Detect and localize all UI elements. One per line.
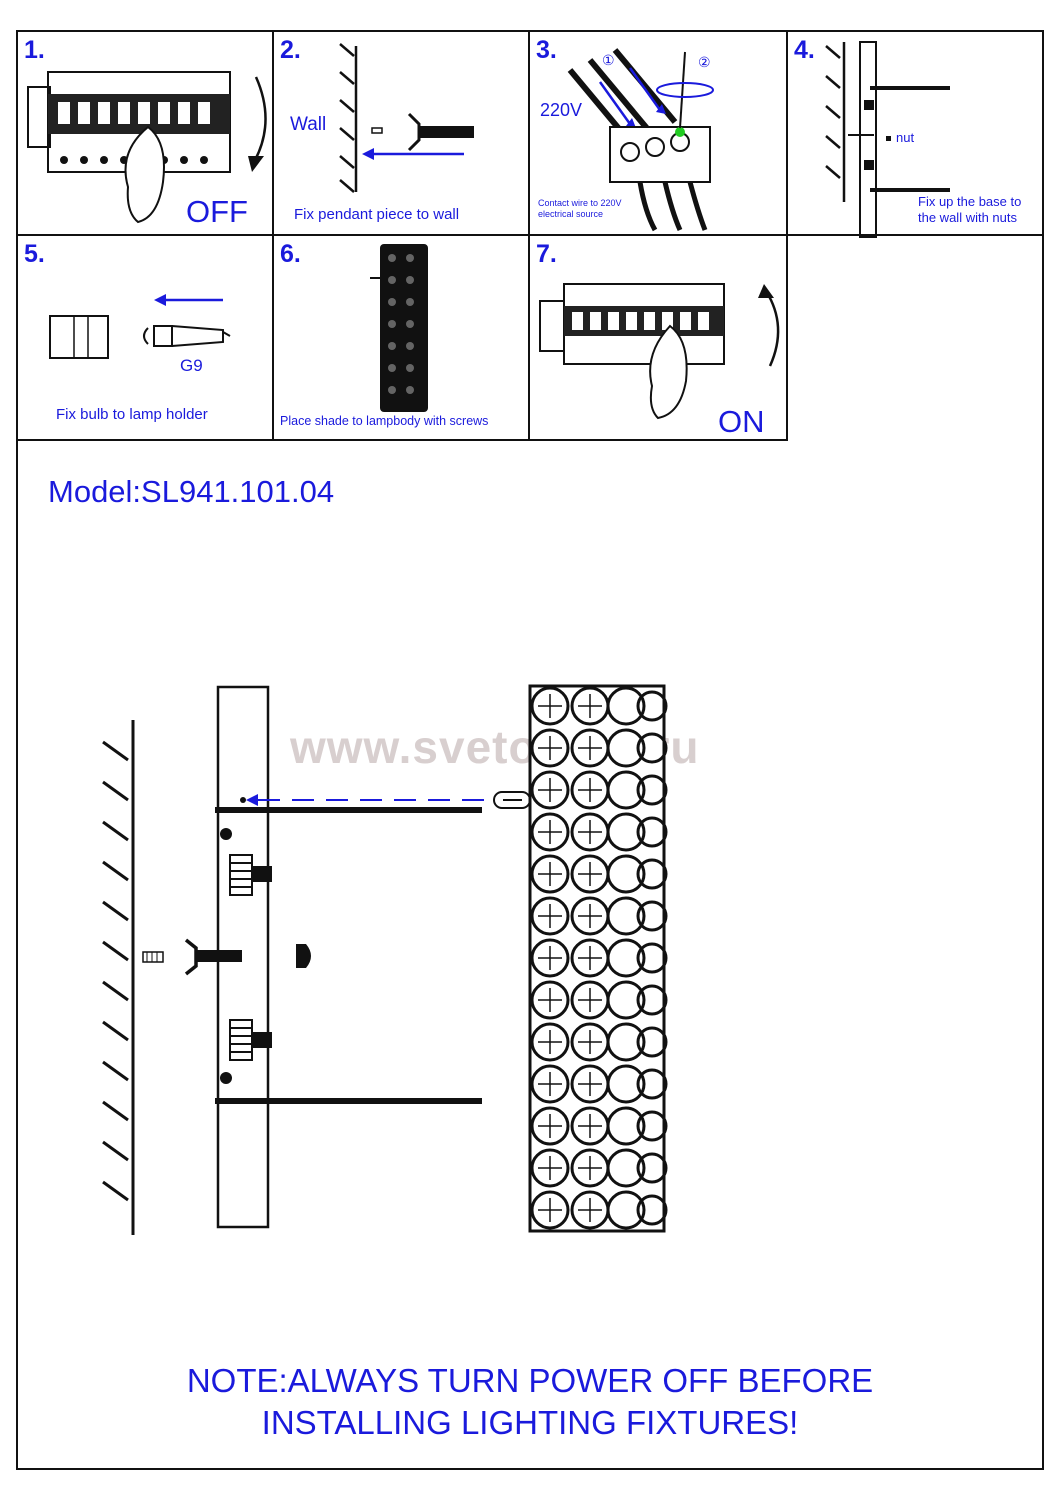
shade-attach-icon — [370, 244, 428, 412]
step-3-caption-line1: Contact wire to 220V — [538, 198, 622, 208]
nut-label: nut — [896, 130, 915, 145]
step-6-panel: 6. Place shade to lampbody with screws — [272, 234, 530, 441]
terminal-wiring-icon — [567, 48, 714, 232]
marker-2: ② — [698, 54, 711, 70]
step-3-caption-line2: electrical source — [538, 209, 604, 219]
step-4-caption-line1: Fix up the base to — [918, 194, 1022, 209]
step-7-panel: 7. ON — [528, 234, 788, 441]
step-4-caption-line2: the wall with nuts — [918, 210, 1017, 225]
step-number: 3. — [536, 36, 557, 64]
on-label: ON — [718, 404, 765, 439]
base-mount-icon — [825, 41, 950, 238]
step-number: 4. — [794, 36, 815, 64]
safety-note-line2: INSTALLING LIGHTING FIXTURES! — [261, 1404, 799, 1441]
step-5-panel: 5. G9 Fix bulb to lamp holder — [16, 234, 274, 441]
step-number: 1. — [24, 36, 45, 64]
voltage-label: 220V — [540, 100, 583, 120]
safety-note-line1: NOTE:ALWAYS TURN POWER OFF BEFORE — [186, 1362, 874, 1399]
marker-1: ① — [602, 52, 615, 68]
step-number: 7. — [536, 240, 557, 268]
step-number: 2. — [280, 36, 301, 64]
step-4-panel: 4. nut Fix up the base to the wall with … — [786, 30, 1044, 238]
step-6-caption: Place shade to lampbody with screws — [280, 414, 489, 428]
breaker-off-icon — [27, 71, 267, 224]
step-1-panel: 1. OFF — [16, 30, 274, 236]
breaker-on-icon — [539, 283, 780, 420]
bulb-holder-icon — [49, 294, 231, 359]
bulb-type-label: G9 — [180, 356, 203, 375]
step-3-panel: 3. 220V ① ② Contact wire to 220V electri… — [528, 30, 788, 236]
wall-anchor-icon — [339, 43, 474, 193]
watermark: www.svetodom.ru — [290, 721, 700, 773]
safety-note: NOTE:ALWAYS TURN POWER OFF BEFORE INSTAL… — [0, 1360, 1060, 1444]
step-2-caption: Fix pendant piece to wall — [294, 206, 460, 223]
step-number: 6. — [280, 240, 301, 268]
step-number: 5. — [24, 240, 45, 268]
wall-label: Wall — [290, 114, 327, 135]
off-label: OFF — [186, 194, 248, 229]
step-5-caption: Fix bulb to lamp holder — [56, 406, 208, 423]
step-2-panel: 2. Wall Fix pendant piece to wall — [272, 30, 530, 236]
model-number: Model:SL941.101.04 — [48, 474, 335, 509]
